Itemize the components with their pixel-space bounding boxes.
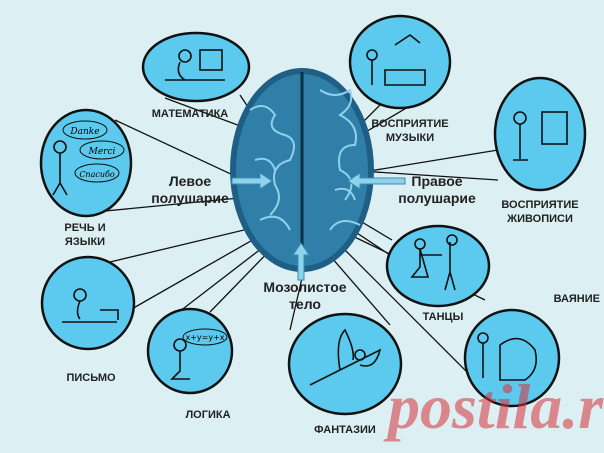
logic-formula: x+y=y+x bbox=[185, 333, 224, 342]
right-hemisphere-label-1: Правое bbox=[411, 173, 462, 189]
arrows bbox=[231, 172, 406, 281]
corpus-callosum-label-2: тело bbox=[289, 296, 321, 312]
brain-illustration bbox=[230, 68, 374, 272]
label-sculpture: ВАЯНИЕ bbox=[554, 293, 600, 305]
label-speech-1: РЕЧЬ И bbox=[64, 222, 105, 234]
bubble-sculpture bbox=[463, 308, 561, 408]
bubble-painting bbox=[493, 76, 587, 192]
right-hemisphere-label-2: полушарие bbox=[398, 190, 476, 206]
bubble-fantasy bbox=[287, 312, 403, 416]
label-painting-2: ЖИВОПИСИ bbox=[506, 213, 573, 225]
corpus-callosum-label-1: Мозолистое bbox=[263, 279, 346, 295]
bubble-writing bbox=[40, 255, 136, 351]
bubble-logic: x+y=y+x bbox=[146, 307, 234, 395]
watermark-logo: postila.ru bbox=[383, 371, 604, 442]
label-music-2: МУЗЫКИ bbox=[386, 132, 434, 144]
speech-bubble-merci: Merci bbox=[88, 147, 116, 157]
bubble-speech: Danke Merci Спасибо bbox=[39, 108, 133, 218]
label-writing: ПИСЬМО bbox=[66, 372, 116, 384]
bubble-math bbox=[141, 31, 251, 103]
left-hemisphere-label-2: полушарие bbox=[151, 190, 229, 206]
label-math: МАТЕМАТИКА bbox=[152, 108, 229, 120]
speech-bubble-spasibo: Спасибо bbox=[79, 170, 115, 179]
label-painting-1: ВОСПРИЯТИЕ bbox=[501, 199, 578, 211]
speech-bubble-danke: Danke bbox=[69, 127, 99, 137]
bubble-music bbox=[348, 14, 452, 110]
label-speech-2: ЯЗЫКИ bbox=[65, 236, 105, 248]
label-fantasy: ФАНТАЗИИ bbox=[314, 424, 376, 436]
left-hemisphere-label-1: Левое bbox=[169, 173, 212, 189]
label-logic: ЛОГИКА bbox=[185, 409, 230, 421]
label-dance: ТАНЦЫ bbox=[423, 311, 464, 323]
bubble-dance bbox=[385, 224, 491, 308]
label-music-1: ВОСПРИЯТИЕ bbox=[371, 118, 448, 130]
